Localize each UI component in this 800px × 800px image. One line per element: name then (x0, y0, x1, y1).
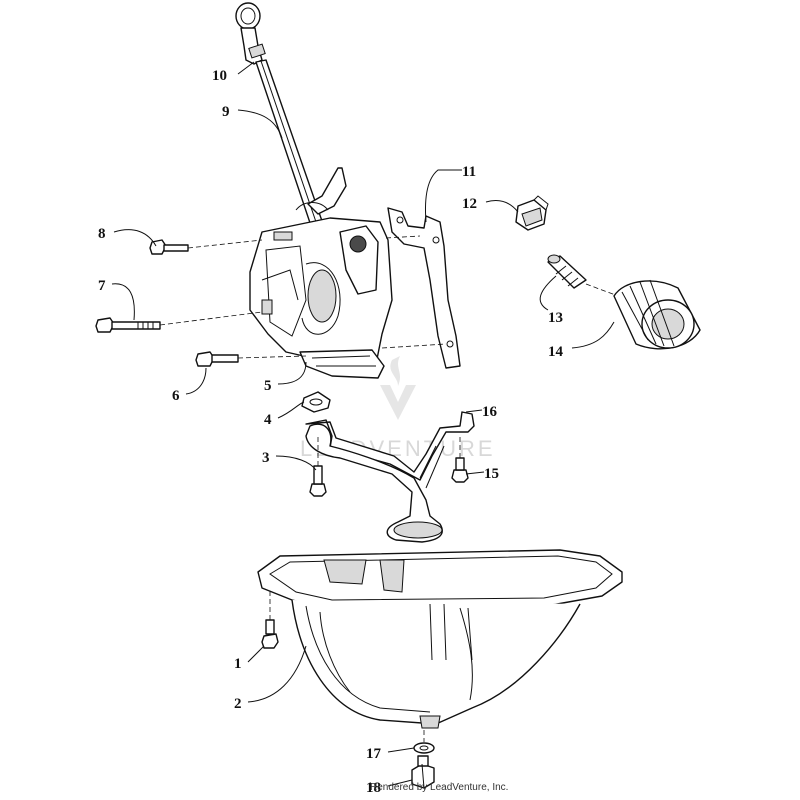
leader-lines (111, 61, 615, 787)
callout-3: 3 (262, 450, 270, 466)
oil-pump-housing (249, 217, 393, 379)
bolt-7 (95, 311, 263, 333)
bolt-3 (309, 436, 327, 497)
callout-labels: 10 9 11 12 8 7 13 14 5 6 4 16 3 15 1 2 1… (98, 68, 564, 796)
bolt-8 (149, 239, 263, 255)
callout-9: 9 (222, 104, 230, 120)
callout-15: 15 (484, 466, 499, 482)
filter-union-fitting (547, 254, 619, 297)
bolt-15 (451, 434, 469, 483)
oil-pan (257, 549, 623, 729)
bolt-axis-line (381, 235, 447, 349)
callout-6: 6 (172, 388, 180, 404)
bolt-1 (261, 588, 279, 649)
drain-washer (413, 730, 435, 754)
callout-8: 8 (98, 226, 106, 242)
callout-13: 13 (548, 310, 563, 326)
callout-1: 1 (234, 656, 242, 672)
render-credit: Rendered by LeadVenture, Inc. (370, 782, 509, 793)
strainer-gasket (301, 391, 331, 413)
callout-16: 16 (482, 404, 498, 420)
callout-4: 4 (264, 412, 272, 428)
oil-pressure-sender (515, 195, 549, 231)
callout-11: 11 (462, 164, 476, 180)
callout-7: 7 (98, 278, 106, 294)
callout-14: 14 (548, 344, 564, 360)
callout-5: 5 (264, 378, 272, 394)
gasket (387, 207, 461, 369)
callout-2: 2 (234, 696, 242, 712)
callout-17: 17 (366, 746, 382, 762)
callout-18: 18 (366, 780, 381, 796)
bolt-6 (195, 351, 307, 367)
drain-plug (411, 755, 435, 789)
oil-filter (613, 279, 701, 350)
callout-12: 12 (462, 196, 477, 212)
dipstick (235, 2, 266, 65)
oil-strainer (305, 411, 475, 543)
callout-10: 10 (212, 68, 227, 84)
